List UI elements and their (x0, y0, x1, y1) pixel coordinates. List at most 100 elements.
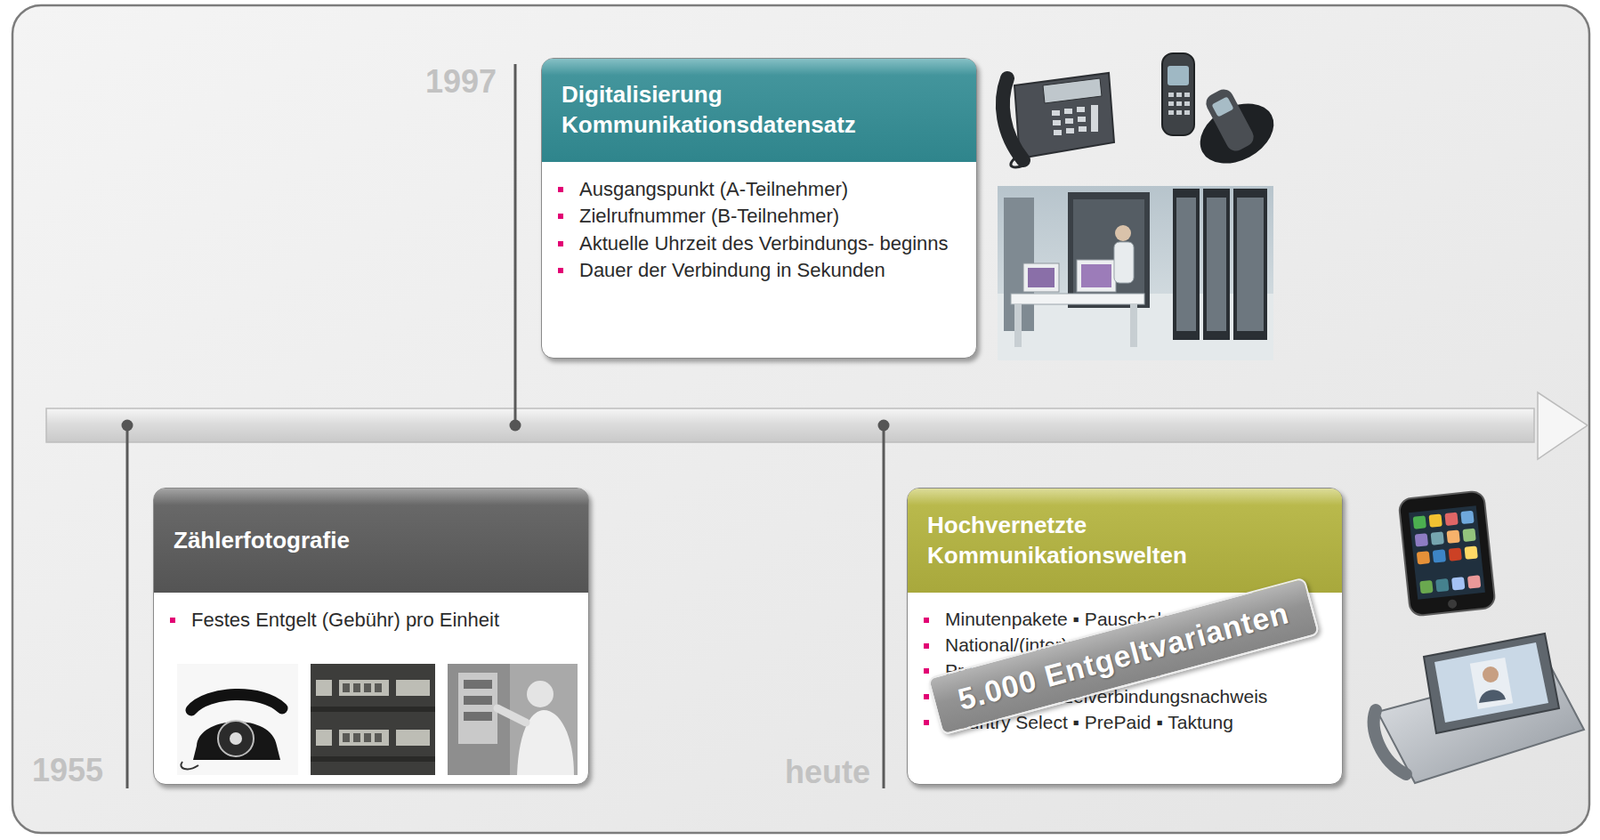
smartphone-photo (1419, 580, 1433, 594)
rotary-phone-photo (177, 663, 299, 776)
desk-phone-photo (1053, 129, 1062, 136)
cordless-phone-photo (1184, 92, 1190, 97)
smartphone-photo (1444, 512, 1458, 526)
timeline-bar (46, 392, 1588, 460)
smartphone-photo (1397, 490, 1495, 616)
meter-reading-photo (447, 663, 578, 776)
card-body: Ausgangspunkt (A-Teilnehmer)Zielrufnumme… (541, 161, 977, 358)
video-phone-photo (1434, 642, 1549, 723)
meter-counter-photo (315, 729, 332, 746)
rotary-phone-photo (193, 721, 281, 760)
meter-counter-photo (363, 733, 372, 743)
meter-reading-photo (463, 695, 493, 705)
smartphone-photo (1451, 576, 1465, 590)
bullet-item: Zielrufnummer (B-Teilnehmer) (579, 202, 961, 230)
smartphone-photo (1432, 549, 1447, 563)
rotary-phone-photo (180, 761, 199, 769)
bullet-item: Dauer der Verbindung in Sekunden (579, 257, 961, 284)
desk-phone-photo (1064, 108, 1073, 114)
meter-counter-photo (395, 679, 430, 696)
cordless-phone-photo (1176, 92, 1182, 97)
server-room-photo (1073, 199, 1145, 301)
rotary-phone-photo (191, 694, 283, 711)
cordless-phone-photo (1176, 110, 1182, 115)
server-room-photo (1023, 263, 1059, 292)
cordless-phone-photo (1168, 92, 1174, 97)
cordless-phone-photo (1211, 96, 1234, 118)
meter-counter-photo (310, 663, 436, 776)
server-room-photo (1114, 242, 1134, 283)
rotary-phone-photo (218, 720, 254, 757)
desk-phone-photo (1002, 72, 1115, 168)
server-room-photo (997, 293, 1274, 361)
desk-phone-photo (1090, 105, 1099, 132)
server-room-photo (1014, 304, 1022, 348)
cordless-phone-photo (1168, 92, 1190, 115)
meter-counter-photo (310, 706, 436, 712)
meter-counter-photo (339, 679, 389, 696)
smartphone-photo (1413, 515, 1427, 529)
server-room-photo (1206, 197, 1227, 332)
meter-counter-photo (315, 679, 430, 746)
meter-counter-photo (342, 683, 350, 693)
video-phone-photo (1373, 633, 1584, 784)
cordless-phone-photo (1202, 86, 1257, 155)
server-room-photo (1172, 188, 1268, 340)
desk-phone-photo (1078, 126, 1087, 132)
cordless-phone-photo (1168, 110, 1174, 115)
card-body: Festes Entgelt (Gebühr) pro Einheit (153, 592, 589, 784)
meter-counter-photo (353, 733, 361, 743)
desk-phone-photo (1066, 128, 1075, 134)
timeline-dot (878, 420, 890, 432)
server-room-photo (1130, 304, 1138, 348)
card-header: Hochvernetzte Kommunikationswelten (907, 488, 1342, 593)
timeline-bar (46, 408, 1535, 443)
bullet-item: Ausgangspunkt (A-Teilnehmer) (579, 176, 961, 203)
server-room-photo (1176, 197, 1264, 332)
bullet-item: Festes Entgelt (Gebühr) pro Einheit (191, 606, 573, 634)
year-label: heute (756, 752, 871, 792)
meter-counter-photo (363, 683, 372, 693)
bullet-item: Aktuelle Uhrzeit des Verbindungs- beginn… (579, 230, 961, 258)
desk-phone-photo (1076, 106, 1085, 113)
smartphone-photo (1448, 547, 1463, 561)
server-room-photo (1076, 259, 1116, 292)
smartphone-photo (1413, 510, 1482, 595)
smartphone-photo (1460, 510, 1474, 525)
meter-reading-photo (497, 708, 526, 723)
smartphone-photo (1463, 545, 1478, 559)
server-room-photo (997, 185, 1274, 361)
desk-phone-photo (1051, 105, 1099, 136)
card-title: Hochvernetzte Kommunikationswelten (927, 510, 1323, 572)
desk-phone-photo (1002, 78, 1024, 161)
smartphone-photo (1430, 531, 1445, 545)
meter-reading-photo (463, 711, 493, 721)
meter-counter-photo (310, 756, 436, 762)
era-card: Hochvernetzte KommunikationsweltenMinute… (906, 487, 1343, 785)
meter-counter-photo (342, 683, 382, 743)
desk-phone-photo (1014, 72, 1115, 159)
timeline-dot (121, 420, 134, 432)
video-phone-photo (1482, 666, 1499, 683)
meter-counter-photo (339, 729, 389, 746)
smartphone-photo (1397, 490, 1495, 616)
desk-phone-photo (1051, 110, 1060, 116)
meter-reading-photo (526, 680, 554, 708)
meter-counter-photo (395, 729, 430, 746)
meter-counter-photo (315, 679, 332, 696)
desk-phone-photo (1065, 118, 1074, 124)
video-phone-photo (1470, 657, 1513, 710)
cordless-phone-photo (1168, 101, 1174, 106)
meter-counter-photo (310, 663, 436, 776)
timeline-bar (1537, 392, 1588, 460)
desk-phone-photo (1077, 116, 1086, 122)
card-title: Digitalisierung Kommunikationsdatensatz (561, 80, 957, 141)
cordless-phone-photo (1162, 53, 1195, 136)
cordless-phone-photo (1167, 65, 1189, 86)
desk-phone-photo (1052, 120, 1061, 126)
server-room-photo (1010, 293, 1145, 305)
smartphone-photo (1435, 578, 1449, 592)
server-room-photo (1236, 197, 1264, 332)
server-room-photo (1081, 264, 1112, 288)
